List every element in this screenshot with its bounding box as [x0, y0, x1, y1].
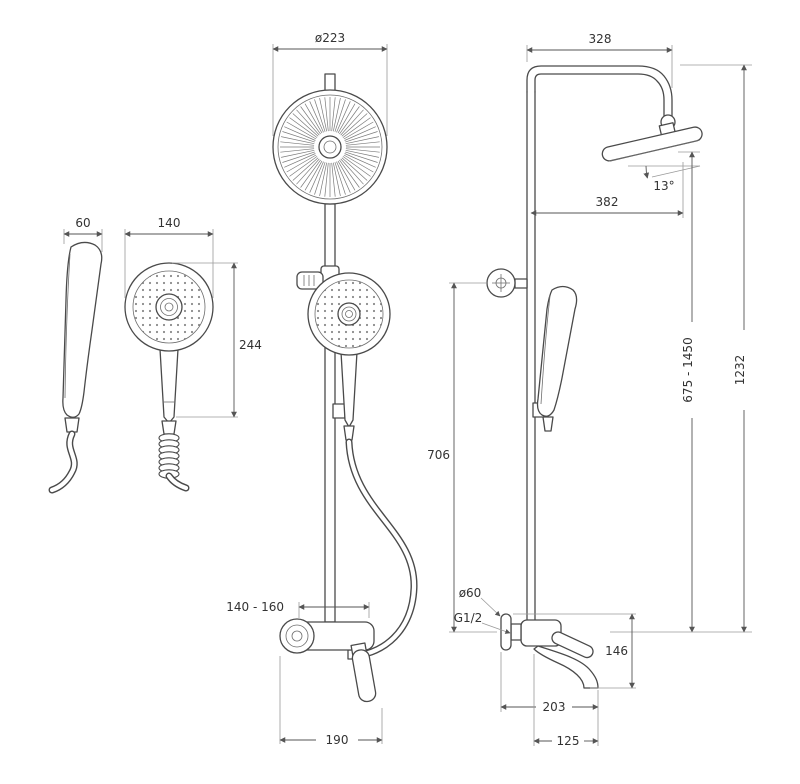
wall-flange	[500, 613, 512, 651]
dim-hand-width-front: 140	[124, 216, 214, 298]
dim-label-arm-reach: 328	[589, 32, 612, 46]
handshower-front-connector	[161, 420, 177, 435]
spray-center-dot	[345, 310, 353, 318]
spout-front-ring	[285, 624, 309, 648]
hose-front-inner	[166, 473, 189, 491]
dim-label-total-height: 1232	[733, 355, 747, 386]
handshower-side-face-line	[540, 295, 551, 405]
rain-head-side	[601, 122, 703, 162]
dim-label-inlet-spacing: 140 - 160	[226, 600, 284, 614]
bath-spout-side	[533, 645, 599, 689]
dim-total-height: 1232	[610, 64, 752, 633]
dim-head-angle: 13°	[628, 165, 701, 193]
handshower-connector	[343, 425, 355, 441]
rain-head-hub-ring	[323, 140, 337, 154]
spout-front-opening	[291, 630, 303, 642]
dim-flange-diameter: ø60	[459, 586, 501, 617]
dim-height-range: 675 - 1450	[678, 151, 700, 633]
rain-head-nozzles	[280, 97, 380, 197]
dim-label-spout-reach-axis: 125	[557, 734, 580, 748]
spray-center-dot	[164, 302, 174, 312]
lever-handle	[351, 649, 377, 703]
dim-arm-reach: 328	[526, 32, 673, 88]
handshower-side-face-line	[64, 253, 71, 399]
shower-arm-outer	[526, 65, 673, 117]
shower-hose-inner	[346, 439, 417, 658]
hose-side-inner	[49, 431, 77, 493]
dim-label-head-offset: 382	[596, 195, 619, 209]
dim-head-diameter: ø223	[272, 31, 388, 136]
handshower-side-connector	[64, 417, 80, 433]
lever-handle-side	[551, 631, 594, 659]
spout-front	[279, 618, 315, 654]
rain-head-rim	[277, 94, 383, 200]
dim-label-holder-height: 706	[427, 448, 450, 462]
coiled-hose	[158, 433, 180, 479]
dim-hand-length: 244	[172, 262, 262, 418]
spray-center-ring	[160, 298, 178, 316]
dim-label-connection-thread: G1/2	[454, 611, 483, 625]
dim-label-head-diameter: ø223	[315, 31, 345, 45]
spray-center-ring	[341, 306, 357, 322]
dim-spout-reach-wall: 203	[500, 652, 599, 746]
inlet-nipple	[510, 623, 522, 641]
dim-head-offset: 382	[530, 162, 684, 218]
dim-label-head-angle: 13°	[653, 179, 674, 193]
handshower-connector-side	[542, 416, 554, 432]
mixer-lever-front	[350, 642, 377, 703]
spray-center	[155, 293, 183, 321]
dim-inlet-spacing: 140 - 160	[226, 600, 370, 618]
dim-label-height-range: 675 - 1450	[681, 337, 695, 402]
dim-label-hand-width-front: 140	[158, 216, 181, 230]
dim-connection-thread: G1/2	[454, 611, 511, 634]
dim-label-spout-height: 146	[605, 644, 628, 658]
dim-label-hand-length: 244	[239, 338, 262, 352]
rain-head-hub	[318, 135, 342, 159]
handshower-side-body	[62, 241, 103, 418]
head-stem	[324, 73, 336, 93]
dim-hand-width-side: 60	[63, 216, 103, 252]
dim-label-flange-diameter: ø60	[459, 586, 482, 600]
diverter-knob-front	[296, 271, 324, 290]
dim-spout-height: 146	[513, 613, 636, 689]
rain-head-disc	[601, 126, 703, 162]
handshower-front-view	[124, 262, 214, 492]
spray-center	[337, 302, 361, 326]
handshower-side-view	[48, 241, 103, 494]
dim-spout-reach-axis: 125	[533, 654, 599, 748]
column-front-view	[272, 73, 418, 703]
knob-center	[495, 277, 507, 289]
dimensions: 60 140 244 ø223 140 - 160	[63, 31, 752, 748]
dim-label-hand-width-side: 60	[75, 216, 90, 230]
handshower-side-on-column	[536, 285, 578, 417]
dim-label-mixer-width: 190	[326, 733, 349, 747]
dim-label-spout-reach-wall: 203	[543, 700, 566, 714]
handshower-front-handle	[159, 348, 179, 424]
dim-holder-height: 706	[427, 282, 497, 633]
mixer-lever-side	[551, 631, 594, 659]
handle-bracket	[332, 403, 346, 419]
column-side-view	[486, 65, 703, 689]
shower-arm-inner	[534, 73, 665, 117]
dim-mixer-width: 190	[279, 656, 383, 747]
rain-head-face-line	[607, 139, 700, 162]
diverter-stem	[514, 278, 528, 289]
